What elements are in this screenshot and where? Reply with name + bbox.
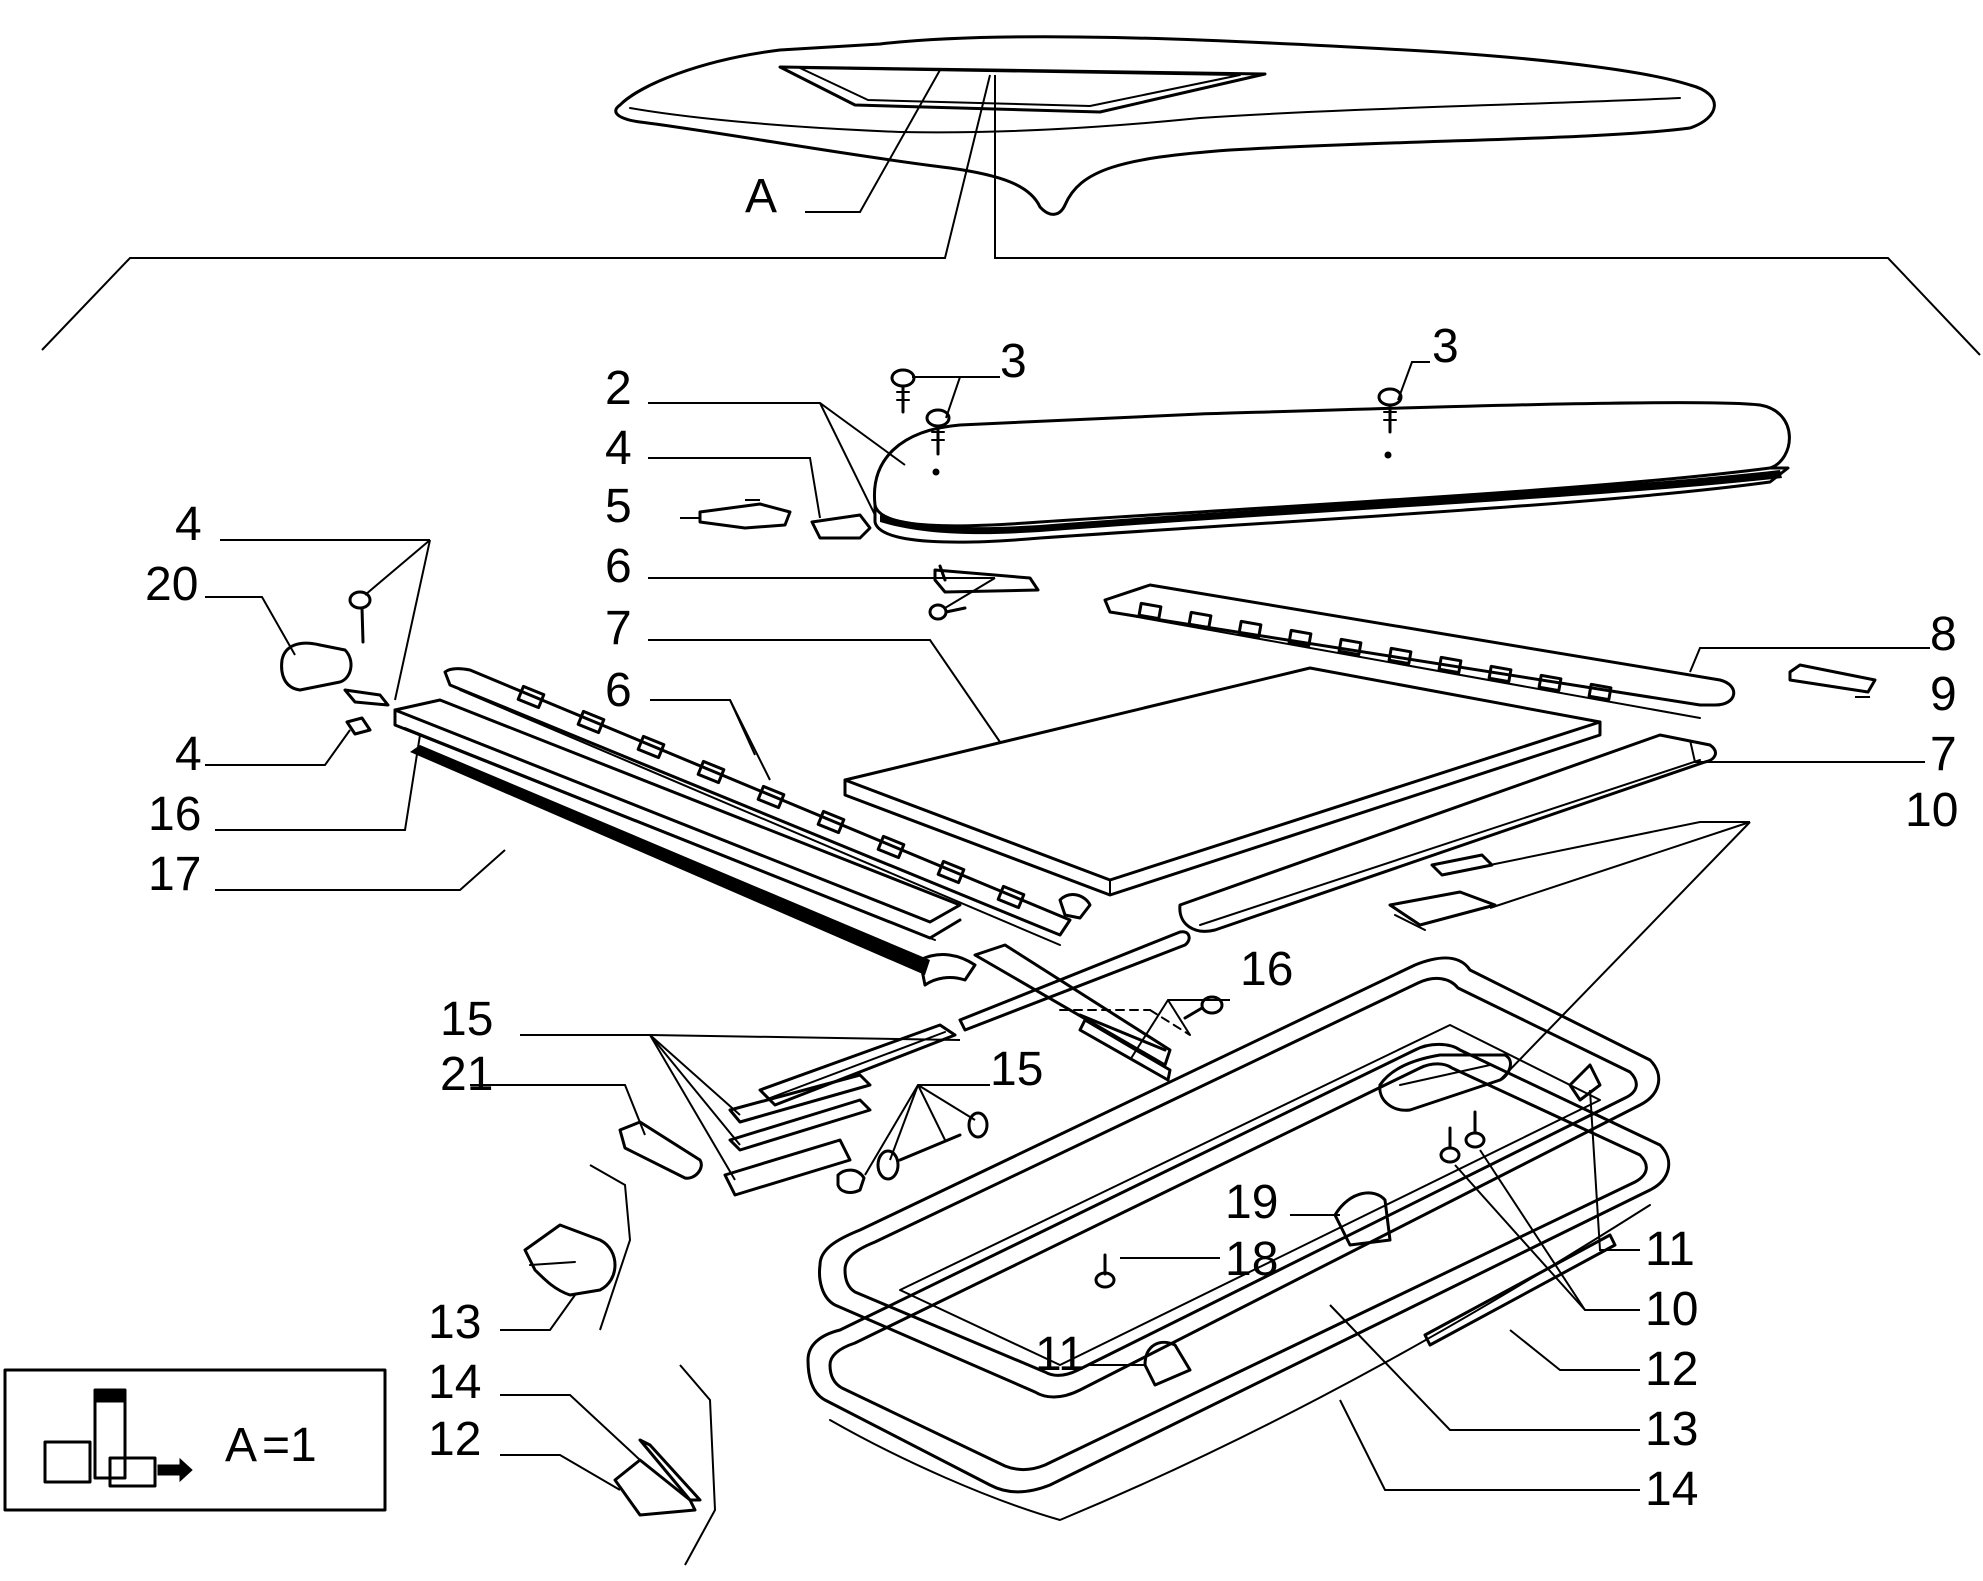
callout-8: 8 [1930,608,1957,661]
callout-15-right: 15 [990,1043,1043,1096]
seal-teeth [516,684,1026,910]
callout-18: 18 [1225,1233,1278,1286]
screw-3c [1377,387,1403,459]
callout-a: A [745,170,777,223]
part-16-bar [958,930,1224,1082]
callout-6-mid: 6 [605,664,632,717]
part-20-cap [280,641,353,692]
callout-labels: A 3 3 2 4 5 6 7 6 4 20 4 16 17 8 9 7 10 … [145,170,1958,1516]
callout-12-left: 12 [428,1413,481,1466]
parts-left-rails [280,590,1072,987]
callout-11-left: 11 [1035,1328,1085,1381]
callout-13-right: 13 [1645,1403,1698,1456]
leader-lines [205,402,1930,1491]
callout-9: 9 [1930,668,1957,721]
part-13-detail [523,1164,632,1331]
callout-17: 17 [148,848,201,901]
callout-5: 5 [605,480,632,533]
callout-19: 19 [1225,1176,1278,1229]
screw-3a [890,368,916,414]
callout-3-left: 3 [1000,335,1027,388]
callout-16-center: 16 [1240,943,1293,996]
part-21-clip [618,1120,703,1180]
callout-10-top: 10 [1905,784,1958,837]
callout-20: 20 [145,558,198,611]
callout-4-left: 4 [175,498,202,551]
frame-13-14 [806,956,1671,1521]
part-14-12-detail [613,1364,717,1566]
callout-16-left: 16 [148,788,201,841]
screw-3b [925,408,951,476]
parts-4-5-6-upper [698,502,1040,621]
callout-7-right: 7 [1930,728,1957,781]
callout-2: 2 [605,362,632,415]
callout-14-left: 14 [428,1356,481,1409]
callout-13-left: 13 [428,1296,481,1349]
callout-15-left: 15 [440,993,493,1046]
part-10-pads [1388,853,1497,931]
rail-8-teeth [1137,601,1613,702]
callout-6-top: 6 [605,540,632,593]
roof-leaders [41,69,1981,356]
part-7-glass [843,666,1602,920]
callout-11-right: 11 [1645,1223,1695,1276]
parts-10-11-18-19 [1094,1063,1602,1387]
kit-label: A [225,1419,257,1472]
kit-box: A =1 [3,1368,387,1512]
part-8-rail [1103,583,1736,719]
callout-4-top: 4 [605,422,632,475]
callout-12-right: 12 [1645,1343,1698,1396]
callout-10-lower: 10 [1645,1283,1698,1336]
part-2-roof-panel [872,401,1791,544]
callout-7-left: 7 [605,602,632,655]
car-roof [614,35,1716,216]
part-9-pad [1788,663,1877,694]
part-3-screws [890,361,1430,476]
callout-21: 21 [440,1048,493,1101]
tube-icon [43,1388,193,1488]
part-15-parts [723,1023,989,1197]
kit-equals: =1 [262,1419,317,1472]
callout-3-right: 3 [1432,320,1459,373]
callout-14-right: 14 [1645,1463,1698,1516]
callout-4-lower: 4 [175,728,202,781]
